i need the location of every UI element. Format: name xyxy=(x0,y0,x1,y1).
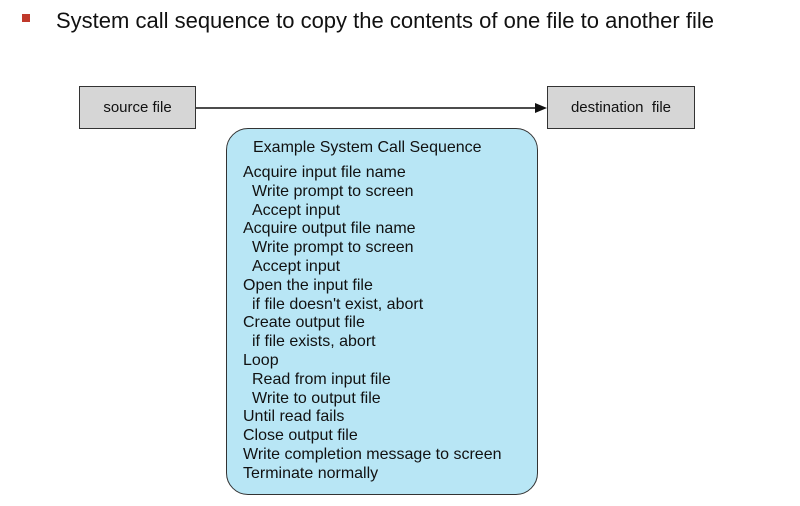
sequence-step: Terminate normally xyxy=(243,464,379,482)
sequence-step: if file exists, abort xyxy=(252,333,376,351)
sequence-step: Write prompt to screen xyxy=(252,182,414,200)
system-call-sequence-box: Example System Call Sequence Acquire inp… xyxy=(226,128,538,495)
sequence-step: Read from input file xyxy=(252,370,391,388)
bullet-marker xyxy=(22,14,30,22)
sequence-step: Acquire output file name xyxy=(243,220,416,238)
sequence-step: if file doesn't exist, abort xyxy=(252,295,424,313)
sequence-step: Close output file xyxy=(243,427,358,445)
sequence-title: Example System Call Sequence xyxy=(253,139,482,156)
sequence-step: Write to output file xyxy=(252,389,381,407)
source-file-box: source file xyxy=(79,86,196,129)
arrow-head xyxy=(535,103,547,113)
slide-heading: System call sequence to copy the content… xyxy=(56,8,714,33)
sequence-step: Accept input xyxy=(252,257,341,275)
sequence-step: Until read fails xyxy=(243,408,345,426)
sequence-step: Acquire input file name xyxy=(243,164,406,181)
sequence-step: Accept input xyxy=(252,201,341,219)
sequence-step: Create output file xyxy=(243,314,365,332)
sequence-step: Open the input file xyxy=(243,276,373,294)
source-file-label: source file xyxy=(103,99,172,116)
destination-file-label: destination file xyxy=(570,99,672,116)
destination-file-box: destination file xyxy=(547,86,695,129)
sequence-step: Write completion message to screen xyxy=(243,445,502,463)
sequence-step: Loop xyxy=(243,351,279,369)
sequence-step: Write prompt to screen xyxy=(252,239,414,257)
